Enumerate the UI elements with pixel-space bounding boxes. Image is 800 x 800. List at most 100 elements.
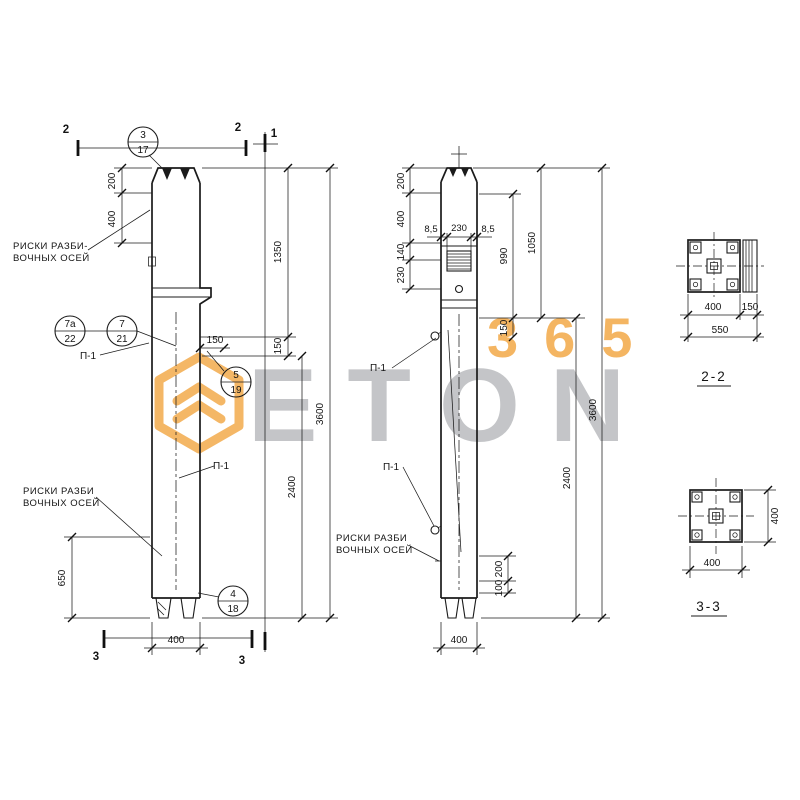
extension-lines xyxy=(402,167,610,655)
dim-3600: 3600 xyxy=(315,402,326,425)
axis-mark-box xyxy=(148,256,156,267)
extension-lines xyxy=(689,489,776,578)
corner-plate xyxy=(691,529,703,541)
dim-1350: 1350 xyxy=(273,240,284,263)
dimension-lines xyxy=(409,168,603,649)
dim-2400: 2400 xyxy=(562,466,573,489)
callout-7-num: 7 xyxy=(119,319,125,330)
section-label: 3-3 xyxy=(696,599,722,614)
dim-3600: 3600 xyxy=(588,398,599,421)
corner-plate xyxy=(726,241,739,254)
p1-label-4: П-1 xyxy=(383,462,400,473)
chevron-shape xyxy=(172,382,226,406)
corner-plates xyxy=(689,241,739,291)
axes-note-1-line1: РИСКИ РАЗБИ- xyxy=(13,241,88,252)
dim-230-top: 230 xyxy=(451,223,467,234)
bolt-hole xyxy=(729,281,736,288)
dim-ticks xyxy=(67,163,335,653)
leader-lines xyxy=(85,154,225,598)
bolt-hole xyxy=(692,281,699,288)
top-axis-cross xyxy=(451,146,467,168)
dim-100-bottom: 100 xyxy=(494,579,505,596)
loop-stems xyxy=(435,331,442,562)
column-outline xyxy=(151,167,212,599)
dim-200: 200 xyxy=(396,172,407,189)
section-body xyxy=(687,239,741,293)
dim-650: 650 xyxy=(57,569,68,586)
corner-plate xyxy=(689,241,702,254)
bolt-hole xyxy=(729,244,736,251)
center-duct-inner xyxy=(712,512,720,520)
dim-550: 550 xyxy=(712,325,729,336)
watermark-logo-icon xyxy=(154,352,244,454)
callout-7a-num: 7а xyxy=(64,319,76,330)
dimension-lines xyxy=(71,168,331,649)
dim-400: 400 xyxy=(107,210,118,227)
section-body xyxy=(689,489,743,543)
callout-5-num: 5 xyxy=(233,370,239,381)
bolt-hole xyxy=(692,244,699,251)
dim-ticks xyxy=(685,485,773,575)
corner-plates xyxy=(691,491,741,541)
dimension-lines xyxy=(680,314,764,338)
diagonal-mark xyxy=(447,329,462,553)
dim-400-width: 400 xyxy=(168,635,185,646)
cut-marker-3-right: 3 xyxy=(239,655,245,667)
axes-note-2-line1: РИСКИ РАЗБИ xyxy=(23,486,94,497)
hexagon-shape xyxy=(154,352,244,454)
center-duct-outer xyxy=(708,508,724,524)
callout-4-qty: 18 xyxy=(227,604,239,615)
dim-ticks xyxy=(405,163,607,653)
watermark-number-text: 365 xyxy=(487,306,658,369)
dim-400: 400 xyxy=(396,210,407,227)
watermark-brand-text: ETON xyxy=(248,348,655,464)
dim-150: 150 xyxy=(742,302,759,313)
section-3-3: 400 400 3-3 xyxy=(678,478,781,617)
dim-1050: 1050 xyxy=(527,231,538,254)
axes-note-3-line2: ВОЧНЫХ ОСЕЙ xyxy=(336,544,413,556)
dim-400: 400 xyxy=(705,302,722,313)
joint-lines xyxy=(441,245,477,309)
corner-plate xyxy=(729,491,741,503)
dim-230: 230 xyxy=(396,266,407,283)
embedded-plate xyxy=(446,250,472,272)
dim-400-bottom: 400 xyxy=(704,558,721,569)
cut-marker-3-left: 3 xyxy=(93,651,99,663)
dim-2400: 2400 xyxy=(287,475,298,498)
dim-ticks xyxy=(683,310,762,342)
dim-150: 150 xyxy=(499,319,510,336)
tooth-hatching xyxy=(156,601,167,616)
callout-4-num: 4 xyxy=(230,589,236,600)
cut-marker-1: 1 xyxy=(271,128,278,140)
bolt-hole xyxy=(694,532,700,538)
bolt-hole xyxy=(732,532,738,538)
chevron-shape-2 xyxy=(172,400,226,424)
callout-5-qty: 19 xyxy=(230,385,242,396)
callout-dividers xyxy=(55,141,251,602)
dim-200: 200 xyxy=(107,172,118,189)
center-cross-lines xyxy=(676,232,764,300)
bottom-teeth xyxy=(444,597,477,619)
bolt-hole xyxy=(694,494,700,500)
cut-marker-2-left: 2 xyxy=(63,124,69,136)
dim-990: 990 xyxy=(499,247,510,264)
lifting-loop-lower xyxy=(430,525,440,535)
dim-400-right: 400 xyxy=(770,507,781,524)
center-duct-inner xyxy=(710,262,718,270)
dim-200-bottom: 200 xyxy=(494,560,505,577)
bottom-teeth xyxy=(155,597,197,619)
console-joint-lines xyxy=(152,287,211,298)
leader-lines xyxy=(391,337,440,562)
callout-7-qty: 21 xyxy=(116,334,128,345)
dim-85-right: 8,5 xyxy=(481,224,494,235)
dim-85-left: 8,5 xyxy=(424,224,437,235)
p1-label-3: П-1 xyxy=(370,363,387,374)
top-notch-marks xyxy=(162,168,190,180)
top-notch-marks xyxy=(449,168,469,177)
section-2-2: 400 150 550 2-2 xyxy=(676,232,764,387)
corner-plate xyxy=(691,491,703,503)
side-plate-view xyxy=(742,239,758,293)
callout-3-qty: 17 xyxy=(137,145,149,156)
dim-150-offset: 150 xyxy=(207,335,224,346)
